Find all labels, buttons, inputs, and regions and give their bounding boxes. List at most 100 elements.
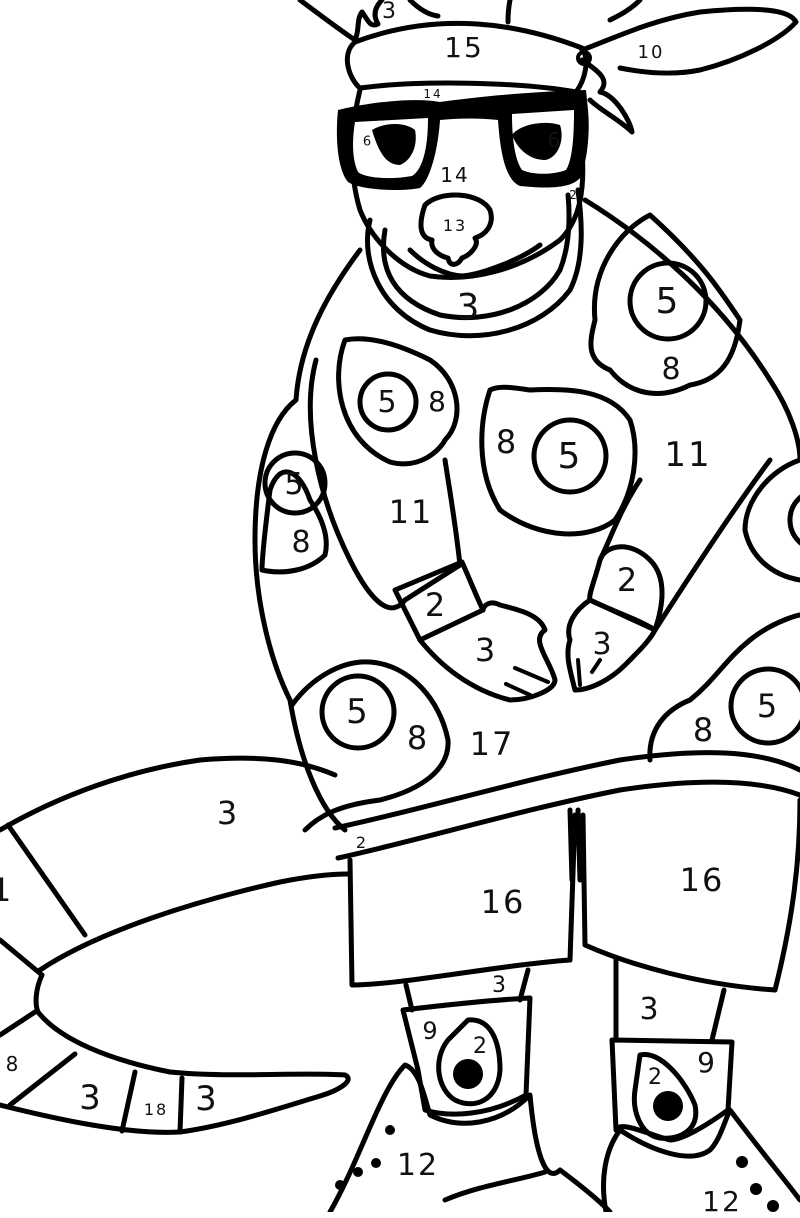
region-number-shoe-left[interactable]: 12 bbox=[396, 1148, 440, 1183]
region-number-nose[interactable]: 13 bbox=[442, 216, 468, 235]
nose-outline bbox=[418, 192, 494, 267]
ears bbox=[297, 0, 643, 43]
leg-left-lines bbox=[403, 967, 531, 1013]
spot-arm-left bbox=[259, 469, 329, 575]
spot-belly-right-inner bbox=[728, 666, 800, 746]
ankle-dot-right bbox=[653, 1091, 683, 1121]
sock-left bbox=[400, 995, 533, 1117]
spot-arm-left-inner bbox=[262, 450, 328, 516]
region-number-ankle-patch-right[interactable]: 2 bbox=[648, 1065, 664, 1090]
region-number-spot-chest-mid-ring[interactable]: 8 bbox=[495, 423, 519, 461]
neck-ring-inner bbox=[381, 192, 572, 321]
region-number-sock-left[interactable]: 9 bbox=[422, 1017, 440, 1045]
belt-top bbox=[332, 750, 800, 831]
shoe-right bbox=[601, 1107, 800, 1215]
paw-left-outline bbox=[417, 600, 558, 703]
region-number-body-right[interactable]: 11 bbox=[664, 435, 712, 475]
region-number-forehead[interactable]: 14 bbox=[423, 87, 443, 101]
ankle-dot-left bbox=[453, 1059, 483, 1089]
body-left-outline bbox=[252, 247, 363, 833]
region-number-shorts-right[interactable]: 16 bbox=[679, 861, 725, 899]
ankle-patch-left bbox=[436, 1017, 503, 1107]
region-number-sock-right[interactable]: 9 bbox=[697, 1046, 717, 1079]
tail bbox=[0, 755, 351, 1135]
region-number-belly[interactable]: 17 bbox=[469, 725, 515, 763]
region-number-bandana-band[interactable]: 15 bbox=[444, 31, 484, 64]
shoe-left bbox=[327, 1062, 613, 1215]
region-number-spot-belly-left-ring[interactable]: 8 bbox=[406, 719, 430, 757]
region-number-tail-upper[interactable]: 3 bbox=[216, 794, 240, 832]
region-number-cuff-right[interactable]: 2 bbox=[616, 561, 640, 599]
region-number-spot-chest-mid-center[interactable]: 5 bbox=[557, 436, 583, 477]
region-number-paw-left[interactable]: 3 bbox=[474, 631, 498, 669]
shorts-right bbox=[580, 797, 800, 993]
spot-belly-left-inner bbox=[319, 673, 397, 751]
region-number-tail-lower-left[interactable]: 8 bbox=[5, 1052, 21, 1076]
region-number-face[interactable]: 14 bbox=[440, 163, 470, 187]
region-number-spot-right-top-center[interactable]: 5 bbox=[655, 281, 681, 322]
spot-right-side bbox=[742, 457, 800, 583]
region-number-shoe-right[interactable]: 12 bbox=[702, 1185, 742, 1218]
spot-chest-mid bbox=[479, 384, 638, 537]
tail-bottom bbox=[0, 972, 351, 1135]
region-number-tail-far-left[interactable]: 1 bbox=[0, 871, 14, 909]
region-number-spot-belly-right-ring[interactable]: 8 bbox=[692, 711, 716, 749]
spot-chest-mid-inner bbox=[531, 417, 609, 495]
region-number-spot-chest-left-center[interactable]: 5 bbox=[377, 385, 399, 420]
region-number-spot-chest-left-ring[interactable]: 8 bbox=[428, 385, 448, 418]
region-number-scarf-edge[interactable]: 2 bbox=[569, 188, 579, 202]
leg-right-lines bbox=[613, 955, 727, 1043]
spot-belly-left bbox=[289, 659, 451, 833]
belt-bottom bbox=[335, 779, 800, 861]
region-number-eye-right[interactable]: 6 bbox=[547, 128, 563, 152]
spot-chest-left bbox=[336, 336, 460, 467]
spot-belly-right bbox=[647, 612, 800, 763]
spot-right-top-inner bbox=[627, 260, 709, 342]
tail-seg-line-1 bbox=[5, 822, 88, 938]
region-number-leg-left[interactable]: 3 bbox=[492, 973, 508, 998]
region-number-paw-right[interactable]: 3 bbox=[592, 627, 614, 662]
jaw-line bbox=[407, 242, 543, 279]
region-number-belt-left[interactable]: 2 bbox=[355, 833, 369, 852]
region-number-spot-right-top-ring[interactable]: 8 bbox=[661, 352, 683, 387]
tail-seg-line-5 bbox=[119, 1069, 138, 1134]
spot-right-top bbox=[588, 212, 743, 396]
region-number-ankle-patch-left[interactable]: 2 bbox=[473, 1034, 489, 1059]
tail-seg-line-6 bbox=[177, 1075, 185, 1135]
region-number-eye-left[interactable]: 6 bbox=[362, 134, 374, 150]
shoe-left-sole bbox=[442, 1169, 548, 1203]
region-number-spot-arm-left-center[interactable]: 5 bbox=[284, 467, 306, 502]
region-number-bandana-knot-tail[interactable]: 10 bbox=[637, 42, 665, 63]
tail-seg-line-4 bbox=[7, 1051, 78, 1108]
region-number-spot-arm-left-ring[interactable]: 8 bbox=[291, 525, 313, 560]
cuff-right-outline bbox=[587, 544, 665, 633]
tail-top bbox=[0, 755, 338, 833]
glasses-icon bbox=[336, 90, 589, 190]
body-right-outline bbox=[582, 197, 800, 463]
spot-right-side-inner bbox=[787, 494, 800, 546]
region-number-arm-left[interactable]: 11 bbox=[388, 493, 434, 531]
region-number-tail-band-1[interactable]: 3 bbox=[79, 1078, 103, 1118]
region-number-shorts-left[interactable]: 16 bbox=[480, 883, 526, 921]
ankle-patch-right bbox=[631, 1052, 699, 1141]
shorts-left bbox=[347, 812, 578, 988]
tail-seg-line-2 bbox=[0, 937, 45, 978]
neck-ring-outer bbox=[365, 187, 584, 339]
spot-chest-left-inner bbox=[357, 371, 419, 433]
tail-seg-line-3 bbox=[0, 1009, 38, 1038]
paw-left-claws bbox=[504, 666, 550, 697]
region-number-tail-band-2[interactable]: 18 bbox=[143, 1100, 169, 1119]
tail-mid bbox=[37, 871, 351, 973]
arm-left bbox=[307, 357, 463, 611]
region-number-leg-right[interactable]: 3 bbox=[639, 992, 661, 1027]
region-number-spot-belly-right-center[interactable]: 5 bbox=[756, 687, 780, 725]
shoe-dots bbox=[335, 1125, 779, 1212]
paw-right-outline bbox=[565, 597, 658, 693]
region-number-spot-belly-left-center[interactable]: 5 bbox=[346, 692, 370, 732]
region-number-neck[interactable]: 3 bbox=[456, 287, 482, 328]
region-number-ear-left[interactable]: 3 bbox=[382, 0, 398, 24]
region-number-cuff-left[interactable]: 2 bbox=[424, 586, 448, 624]
region-number-tail-band-3[interactable]: 3 bbox=[195, 1079, 219, 1119]
